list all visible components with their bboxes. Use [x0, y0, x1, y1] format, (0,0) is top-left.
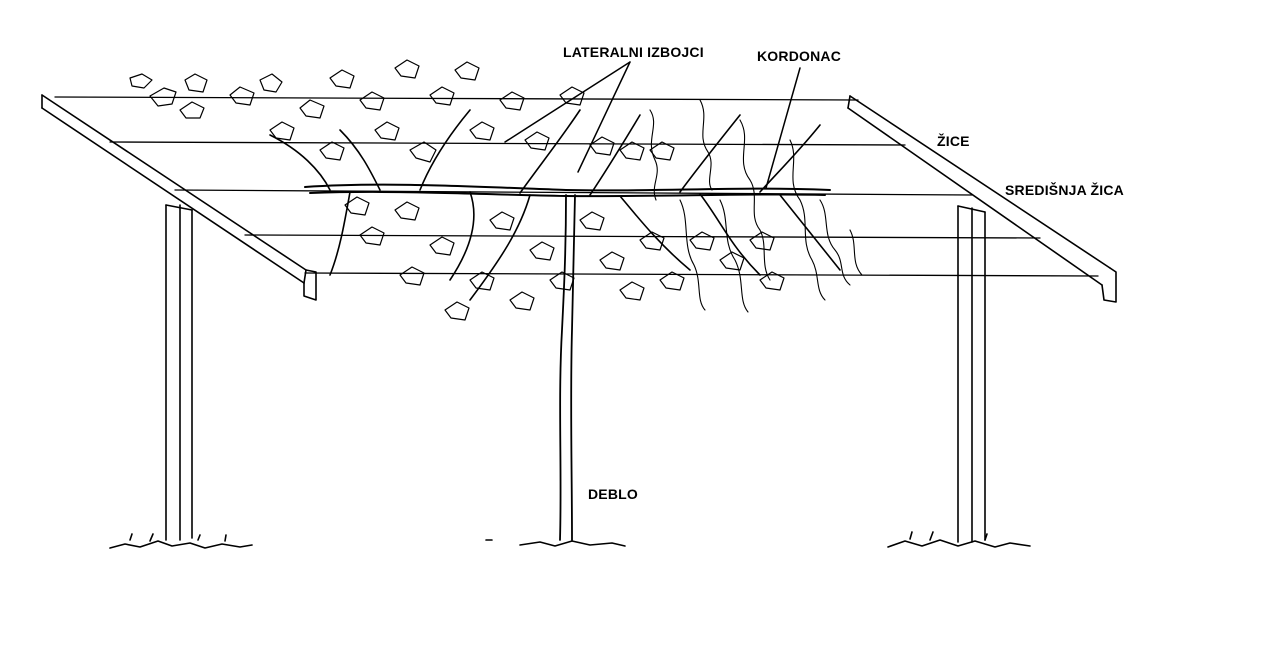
leader-lateral-1 — [504, 61, 631, 143]
wire-2 — [109, 141, 906, 146]
label-center-wire: SREDIŠNJA ŽICA — [1005, 182, 1124, 198]
ground-grass-center — [485, 539, 626, 547]
crossbeam-right — [847, 95, 1117, 303]
vine-cordon — [304, 183, 831, 198]
post-left — [165, 204, 193, 541]
wire-4 — [244, 234, 1041, 239]
trellis-wires — [54, 96, 1099, 277]
tendrils-right — [649, 99, 863, 313]
label-leader-lines — [504, 61, 801, 189]
wire-5 — [304, 272, 1099, 277]
vine-leaves — [129, 59, 785, 321]
wire-center — [174, 189, 973, 196]
leader-lateral-2 — [577, 61, 631, 173]
label-cordon: KORDONAC — [757, 48, 842, 64]
wire-1 — [54, 96, 859, 101]
post-right — [957, 205, 986, 543]
label-wires: ŽICE — [937, 133, 970, 149]
vine-trunk — [559, 194, 576, 541]
crossbeam-left — [41, 94, 317, 301]
ground-grass-right — [887, 531, 1031, 548]
label-trunk: DEBLO — [588, 486, 638, 502]
leader-cordon — [765, 67, 801, 189]
label-lateral-shoots: LATERALNI IZBOJCI — [563, 44, 704, 60]
ground-grass-left — [109, 533, 253, 549]
